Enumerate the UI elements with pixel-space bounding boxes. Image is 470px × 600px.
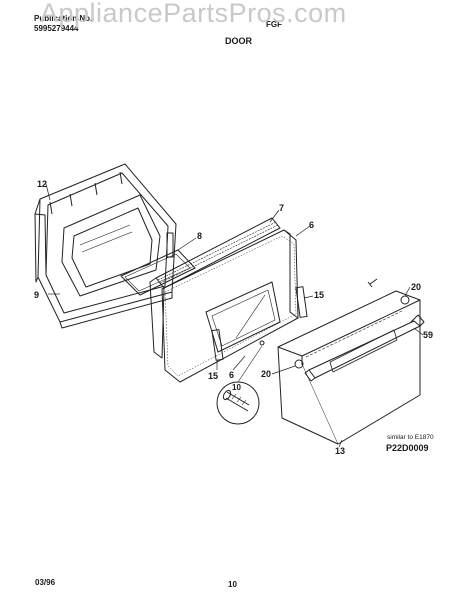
callout-59: 59 [423,330,434,340]
door-handle [304,314,425,382]
screw-detail [216,345,263,425]
callout-15-left: 15 [208,371,219,381]
similar-note: similar to E1870 [387,434,434,441]
door-insulation [149,217,281,359]
callout-10: 10 [232,383,241,392]
publication-number: 5995279444 [34,24,79,33]
callout-6-top: 6 [309,220,315,230]
callout-7: 7 [279,203,285,213]
watermark: AppliancePartsPros.com [40,0,347,28]
callout-6-bottom: 6 [229,370,235,380]
model-number: FGF [266,20,282,29]
callout-15-right: 15 [314,290,325,300]
diagram-code: P22D0009 [386,443,429,453]
callout-12: 12 [37,179,48,189]
callout-13: 13 [335,446,346,456]
callout-20-left: 20 [261,369,272,379]
publication-label: Publication No. [34,14,93,23]
callout-8: 8 [197,231,203,241]
inner-door-liner [34,163,177,329]
leader-lines [45,183,424,448]
door-panel [161,229,308,383]
footer-date: 03/96 [35,578,56,587]
callout-9: 9 [34,290,40,300]
page-number: 10 [228,580,237,589]
callout-20-right: 20 [411,282,422,292]
section-title: DOOR [225,36,252,46]
top-screw [367,278,378,288]
